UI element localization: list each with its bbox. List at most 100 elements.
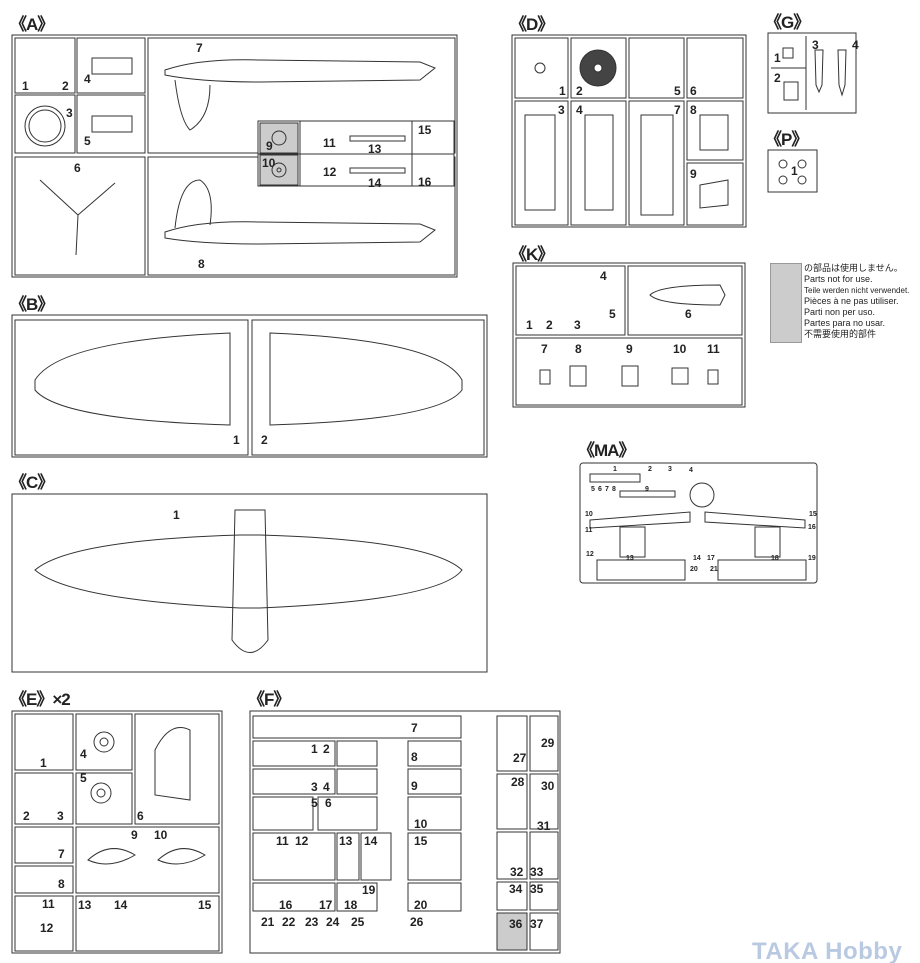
sprue-b-title: 《B》 — [10, 295, 54, 314]
legend-line-zh: 不需要使用的部件 — [804, 329, 877, 339]
part-number-ma-12: 12 — [586, 551, 594, 558]
part-number-a-10: 10 — [262, 156, 276, 170]
legend-line-es: Partes para no usar. — [804, 318, 886, 328]
sprue-p-title: 《P》 — [765, 130, 808, 149]
part-number-ma-13: 13 — [626, 555, 634, 562]
part-number-f-35: 35 — [530, 882, 544, 896]
legend-line-en: Parts not for use. — [804, 274, 873, 284]
part-number-f-32: 32 — [510, 865, 524, 879]
part-number-e-1: 1 — [40, 756, 47, 770]
part-number-f-23: 23 — [305, 915, 319, 929]
part-number-f-21: 21 — [261, 915, 275, 929]
part-number-e-5: 5 — [80, 771, 87, 785]
part-number-a-13: 13 — [368, 142, 382, 156]
part-number-k-11: 11 — [707, 342, 720, 356]
part-number-ma-7: 7 — [605, 486, 609, 493]
part-number-f-26: 26 — [410, 915, 424, 929]
part-number-e-2: 2 — [23, 809, 30, 823]
part-number-ma-16: 16 — [808, 524, 816, 531]
part-number-k-2: 2 — [546, 318, 553, 332]
part-number-d-4: 4 — [576, 103, 583, 117]
part-number-ma-20: 20 — [690, 566, 698, 573]
part-number-a-5: 5 — [84, 134, 91, 148]
part-number-k-7: 7 — [541, 342, 548, 356]
part-number-k-9: 9 — [626, 342, 633, 356]
part-number-f-27: 27 — [513, 751, 527, 765]
part-number-ma-1: 1 — [613, 466, 617, 473]
part-number-b-2: 2 — [261, 433, 268, 447]
part-number-b-1: 1 — [233, 433, 240, 447]
sprue-g-title: 《G》 — [765, 13, 810, 32]
part-number-f-29: 29 — [541, 736, 555, 750]
watermark: TAKA Hobby — [752, 938, 903, 963]
part-number-a-14: 14 — [368, 176, 382, 190]
part-number-d-2: 2 — [576, 84, 583, 98]
part-number-c-1: 1 — [173, 508, 180, 522]
part-number-ma-17: 17 — [707, 555, 715, 562]
part-number-a-4: 4 — [84, 72, 91, 86]
part-number-a-1: 1 — [22, 79, 29, 93]
part-number-k-8: 8 — [575, 342, 582, 356]
part-number-f-31: 31 — [537, 819, 551, 833]
sprue-b-frame — [11, 314, 488, 458]
part-number-k-10: 10 — [673, 342, 687, 356]
sprue-f-title: 《F》 — [248, 690, 290, 709]
sprue-d-title: 《D》 — [510, 15, 554, 34]
part-number-f-22: 22 — [282, 915, 296, 929]
part-number-f-16: 16 — [279, 898, 293, 912]
part-number-e-8: 8 — [58, 877, 65, 891]
part-number-ma-18: 18 — [771, 555, 779, 562]
legend-line-it: Parti non per uso. — [804, 307, 876, 317]
legend-line-ja: の部品は使用しません。 — [804, 263, 903, 273]
part-number-f-34: 34 — [509, 882, 523, 896]
sprue-e-title: 《E》×2 — [10, 690, 71, 709]
part-number-f-10: 10 — [414, 817, 428, 831]
part-number-f-12: 12 — [295, 834, 309, 848]
part-number-e-15: 15 — [198, 898, 212, 912]
part-number-e-9: 9 — [131, 828, 138, 842]
part-number-p-1: 1 — [791, 164, 798, 178]
part-number-f-1: 1 — [311, 742, 318, 756]
part-number-f-5: 5 — [311, 796, 318, 810]
part-number-ma-15: 15 — [809, 511, 817, 518]
part-number-ma-6: 6 — [598, 486, 602, 493]
part-number-a-16: 16 — [418, 175, 432, 189]
part-number-e-11: 11 — [42, 897, 55, 911]
part-number-d-8: 8 — [690, 103, 697, 117]
part-number-ma-21: 21 — [710, 566, 718, 573]
part-number-a-8: 8 — [198, 257, 205, 271]
part-number-a-7: 7 — [196, 41, 203, 55]
part-number-f-19: 19 — [362, 883, 376, 897]
part-number-ma-14: 14 — [693, 555, 701, 562]
part-number-ma-8: 8 — [612, 486, 616, 493]
part-number-ma-10: 10 — [585, 511, 593, 518]
part-number-f-37: 37 — [530, 917, 544, 931]
legend-line-de: Teile werden nicht verwendet. — [804, 286, 910, 295]
sprue-ma-title: 《MA》 — [578, 441, 635, 460]
part-number-d-5: 5 — [674, 84, 681, 98]
part-number-a-2: 2 — [62, 79, 69, 93]
part-number-f-20: 20 — [414, 898, 428, 912]
sprue-k-frame — [512, 262, 746, 408]
part-number-f-14: 14 — [364, 834, 378, 848]
part-number-k-4: 4 — [600, 269, 607, 283]
part-number-k-5: 5 — [609, 307, 616, 321]
part-number-d-3: 3 — [558, 103, 565, 117]
not-for-use-legend: の部品は使用しません。 Parts not for use. Teile wer… — [804, 263, 909, 340]
part-number-g-2: 2 — [774, 71, 781, 85]
sprue-g-p-frames — [767, 32, 857, 193]
part-number-e-12: 12 — [40, 921, 54, 935]
part-number-g-4: 4 — [852, 38, 859, 52]
sprue-a-title: 《A》 — [10, 15, 54, 34]
part-number-ma-5: 5 — [591, 486, 595, 493]
part-number-d-6: 6 — [690, 84, 697, 98]
part-number-k-6: 6 — [685, 307, 692, 321]
part-number-f-6: 6 — [325, 796, 332, 810]
sprue-k-title: 《K》 — [510, 245, 554, 264]
part-number-f-11: 11 — [276, 834, 289, 848]
part-number-g-1: 1 — [774, 51, 781, 65]
sprue-e-frame — [11, 710, 223, 954]
part-number-ma-3: 3 — [668, 466, 672, 473]
